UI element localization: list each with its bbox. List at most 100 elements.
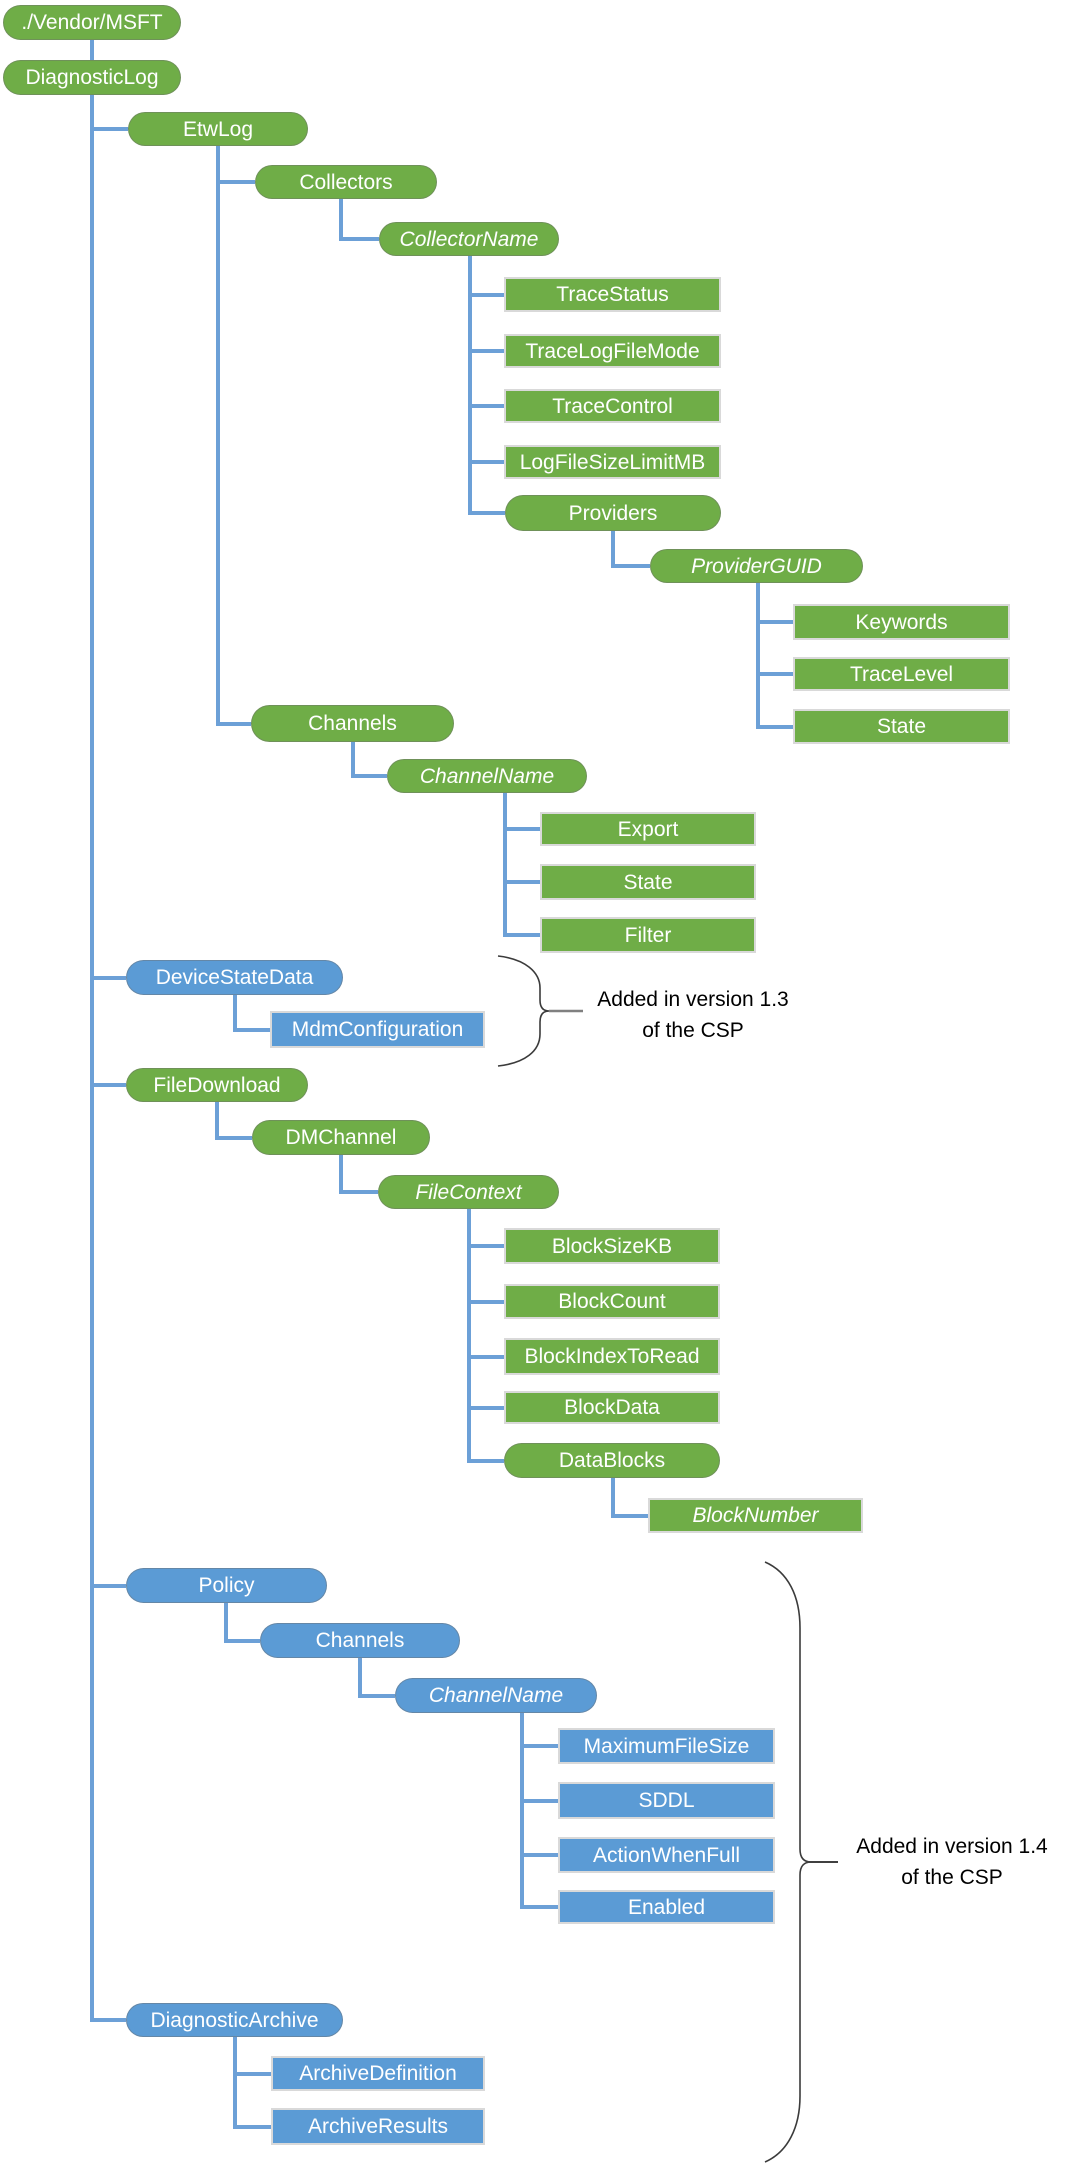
node-devicestatedata: DeviceStateData (126, 960, 343, 995)
connector-v (90, 40, 94, 60)
connector-v (467, 1209, 471, 1463)
node-collectorname: CollectorName (379, 222, 559, 256)
connector-h (522, 1853, 558, 1857)
node-filter: Filter (540, 917, 756, 953)
connector-v (224, 1603, 228, 1643)
connector-v (216, 146, 220, 726)
connector-h (226, 1639, 260, 1643)
connector-h (235, 2072, 271, 2076)
node-channels: Channels (251, 705, 454, 742)
node-tracelogfilemode: TraceLogFileMode (504, 334, 721, 368)
node-tracestatus: TraceStatus (504, 277, 721, 312)
node-datablocks: DataBlocks (504, 1443, 720, 1478)
connector-h (235, 1028, 270, 1032)
connector-h (218, 722, 251, 726)
connector-h (613, 564, 650, 568)
node-blockindextoread: BlockIndexToRead (504, 1338, 720, 1375)
connector-h (470, 511, 505, 515)
note-line: Added in version 1.3 (597, 988, 789, 1011)
node-providerguid: ProviderGUID (650, 549, 863, 583)
connector-v (358, 1658, 362, 1698)
connector-h (522, 1799, 558, 1803)
connector-h (92, 976, 126, 980)
node-logfilesizelimitmb: LogFileSizeLimitMB (504, 445, 721, 479)
node-actionwhenfull: ActionWhenFull (558, 1837, 775, 1873)
node-state: State (793, 709, 1010, 744)
node-blockdata: BlockData (504, 1391, 720, 1424)
connector-h (92, 1083, 126, 1087)
connector-h (341, 237, 379, 241)
connector-h (469, 1244, 504, 1248)
connector-v (339, 1155, 343, 1194)
connector-h (522, 1744, 558, 1748)
connector-h (360, 1694, 395, 1698)
note-line: of the CSP (642, 1019, 744, 1042)
node-dmchannel: DMChannel (252, 1120, 430, 1155)
node-channelname: ChannelName (387, 759, 587, 793)
connector-h (92, 127, 128, 131)
brace-version-1-3 (497, 955, 550, 1067)
connector-h (470, 460, 504, 464)
connector-h (341, 1190, 378, 1194)
connector-h (522, 1905, 558, 1909)
connector-h (469, 1300, 504, 1304)
note-line: of the CSP (901, 1866, 1003, 1889)
connector-h (470, 349, 504, 353)
node-keywords: Keywords (793, 604, 1010, 640)
connector-h (92, 1584, 126, 1588)
connector-v (215, 1102, 219, 1140)
connector-h (758, 672, 793, 676)
note-added-version-1-3: Added in version 1.3 of the CSP (573, 984, 813, 1046)
connector-h (217, 1136, 252, 1140)
node-diagnosticlog: DiagnosticLog (3, 60, 181, 95)
node-etwlog: EtwLog (128, 112, 308, 146)
connector-h (469, 1459, 504, 1463)
node-filedownload: FileDownload (126, 1068, 308, 1102)
node-vendor: ./Vendor/MSFT (3, 5, 181, 40)
connector-h (235, 2125, 271, 2129)
connector-v (468, 256, 472, 515)
connector-h (613, 1514, 648, 1518)
node-providers: Providers (505, 495, 721, 531)
node-tracecontrol: TraceControl (504, 389, 721, 423)
connector-h (470, 293, 504, 297)
node-channels_p: Channels (260, 1623, 460, 1658)
connector-v (756, 583, 760, 729)
node-maximumfilesize: MaximumFileSize (558, 1728, 775, 1764)
connector-h (505, 827, 540, 831)
node-state2: State (540, 864, 756, 900)
node-filecontext: FileContext (378, 1175, 559, 1209)
connector-v (351, 742, 355, 778)
node-diagnosticarchive: DiagnosticArchive (126, 2003, 343, 2037)
connector-v (90, 95, 94, 2022)
connector-h (92, 2018, 126, 2022)
connector-v (339, 199, 343, 241)
connector-h (469, 1355, 504, 1359)
node-blockcount: BlockCount (504, 1284, 720, 1319)
node-archiveresults: ArchiveResults (271, 2108, 485, 2145)
node-archivedefinition: ArchiveDefinition (271, 2056, 485, 2091)
note-added-version-1-4: Added in version 1.4 of the CSP (832, 1831, 1072, 1893)
connector-h (470, 404, 504, 408)
node-mdmconfiguration: MdmConfiguration (270, 1011, 485, 1048)
node-blocknumber: BlockNumber (648, 1498, 863, 1533)
connector-h (218, 180, 255, 184)
connector-v (233, 995, 237, 1032)
connector-v (520, 1713, 524, 1909)
connector-h (469, 1406, 504, 1410)
connector-h (353, 774, 387, 778)
node-sddl: SDDL (558, 1782, 775, 1819)
connector-h (505, 880, 540, 884)
connector-h (758, 620, 793, 624)
connector-h (505, 933, 540, 937)
note-line: Added in version 1.4 (856, 1835, 1048, 1858)
node-collectors: Collectors (255, 165, 437, 199)
node-enabled: Enabled (558, 1890, 775, 1924)
node-tracelevel: TraceLevel (793, 657, 1010, 691)
connector-v (611, 531, 615, 568)
connector-v (503, 793, 507, 937)
connector-h (758, 725, 793, 729)
node-blocksizekb: BlockSizeKB (504, 1228, 720, 1264)
node-policy: Policy (126, 1568, 327, 1603)
